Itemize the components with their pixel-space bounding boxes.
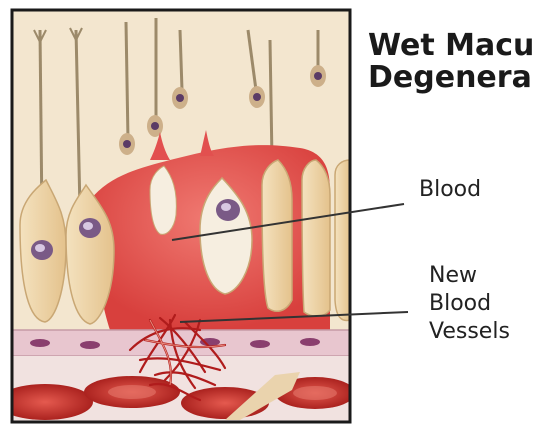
new-blood-vessels-label: New Blood Vessels (429, 262, 510, 346)
page-title: Wet Macu Degenera (368, 30, 534, 94)
vessels-label-line-3: Vessels (429, 318, 510, 346)
vessels-label-line-2: Blood (429, 290, 510, 318)
membrane-layer (12, 330, 350, 356)
title-line-2: Degenera (368, 62, 534, 94)
blood-label: Blood (419, 176, 481, 204)
vessels-label-line-1: New (429, 262, 510, 290)
title-line-1: Wet Macu (368, 30, 534, 62)
